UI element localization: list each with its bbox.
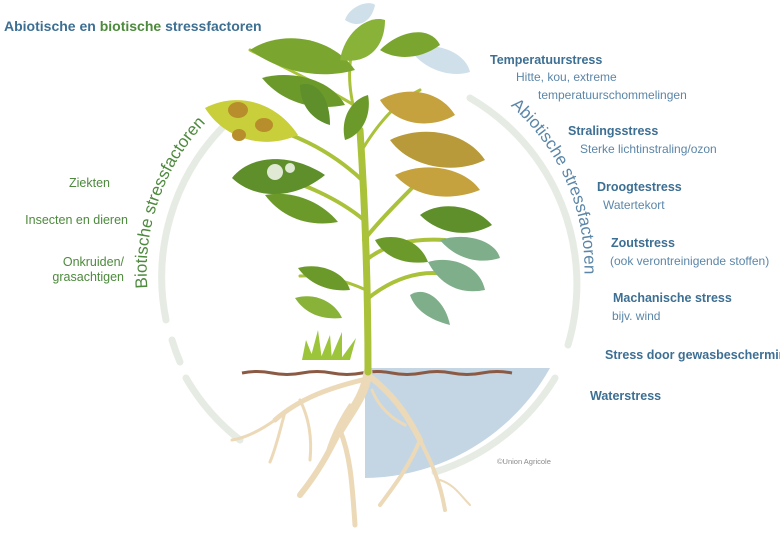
abiotic-sub-mechanisch: bijv. wind	[612, 309, 661, 323]
abiotic-sub-straling: Sterke lichtinstraling/ozon	[580, 142, 717, 156]
soil-line	[241, 370, 513, 376]
ring	[158, 94, 581, 476]
abiotic-heading-straling: Stralingsstress	[568, 124, 659, 138]
roots	[230, 367, 471, 528]
abiotic-heading-gewasbescherming: Stress door gewasbescherming	[605, 348, 780, 362]
abiotic-heading-mechanisch: Machanische stress	[613, 291, 732, 305]
credit-text: ©Union Agricole	[497, 457, 551, 466]
abiotic-heading-temperatuur: Temperatuurstress	[490, 53, 603, 67]
abiotic-heading-water: Waterstress	[590, 389, 662, 403]
biotic-label-insecten: Insecten en dieren	[25, 213, 128, 227]
leaves	[205, 3, 500, 325]
grass	[302, 330, 356, 360]
biotic-label-onkruiden: Onkruiden/	[62, 255, 124, 269]
abiotic-sub-zout: (ook verontreinigende stoffen)	[610, 254, 770, 268]
abiotic-heading-zout: Zoutstress	[611, 236, 675, 250]
abiotic-heading-droogte: Droogtestress	[597, 180, 682, 194]
biotic-label-grasachtigen: grasachtigen	[52, 270, 124, 284]
abiotic-sub-temperatuur-1: Hitte, kou, extreme	[516, 70, 617, 84]
biotic-label-ziekten: Ziekten	[69, 176, 110, 190]
arc-label-biotic: Biotische stressfactoren	[132, 113, 209, 289]
page-title: Abiotische en biotische stressfactoren	[4, 18, 262, 34]
abiotic-sub-temperatuur-2: temperatuurschommelingen	[538, 88, 687, 102]
water-area	[365, 368, 550, 478]
abiotic-sub-droogte: Watertekort	[603, 198, 665, 212]
